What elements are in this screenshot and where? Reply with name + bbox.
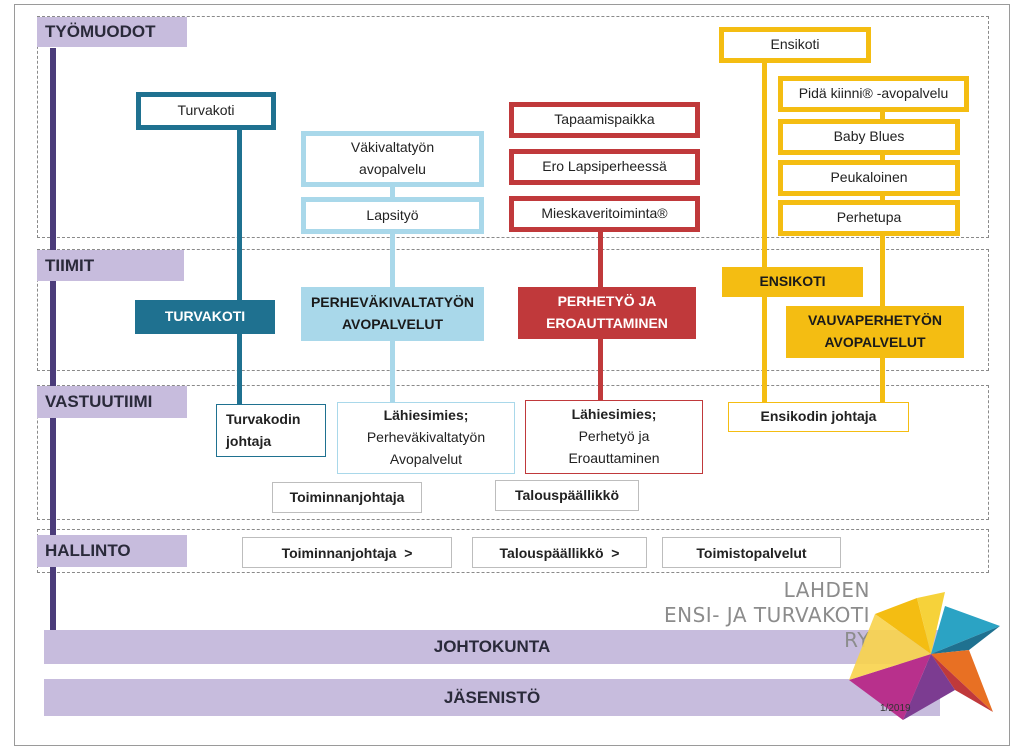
connector-ensikoti bbox=[762, 58, 767, 403]
workform-ero-lapsiperheessa: Ero Lapsiperheessä bbox=[509, 149, 700, 185]
section-label-tyomuodot: TYÖMUODOT bbox=[37, 17, 187, 47]
org-spine bbox=[50, 48, 56, 634]
bar-johtokunta: JOHTOKUNTA bbox=[44, 630, 940, 664]
workform-turvakoti: Turvakoti bbox=[136, 92, 276, 130]
hallinto-talouspaallikko: Talouspäällikkö > bbox=[472, 537, 647, 568]
hallinto-toimistopalvelut: Toimistopalvelut bbox=[662, 537, 841, 568]
section-vastuutiimi bbox=[37, 385, 989, 520]
logo-line1: LAHDEN bbox=[783, 578, 870, 602]
diagram-frame bbox=[14, 4, 1010, 746]
vastuutiimi-talouspaallikko: Talouspäällikkö bbox=[495, 480, 639, 511]
section-tyomuodot bbox=[37, 16, 989, 238]
vastuutiimi-toiminnanjohtaja: Toiminnanjohtaja bbox=[272, 482, 422, 513]
logo-line2: ENSI- JA TURVAKOTI RY bbox=[664, 603, 870, 652]
team-ensikoti: ENSIKOTI bbox=[722, 267, 863, 297]
workform-baby-blues: Baby Blues bbox=[778, 119, 960, 155]
date-label: 1/2019 bbox=[880, 703, 911, 714]
workform-perhetupa: Perhetupa bbox=[778, 200, 960, 236]
section-label-tiimit: TIIMIT bbox=[37, 250, 184, 281]
hallinto-toiminnanjohtaja: Toiminnanjohtaja > bbox=[242, 537, 452, 568]
lead-ensikoti: Ensikodin johtaja bbox=[728, 402, 909, 432]
workform-lapsityo: Lapsityö bbox=[301, 197, 484, 234]
connector-turvakoti bbox=[237, 126, 242, 406]
workform-mieskaveritoiminta: Mieskaveritoiminta® bbox=[509, 196, 700, 232]
section-label-hallinto: HALLINTO bbox=[37, 535, 187, 567]
team-turvakoti: TURVAKOTI bbox=[135, 300, 275, 334]
connector-vauvaperhetyo bbox=[880, 110, 885, 403]
workform-ensikoti: Ensikoti bbox=[719, 27, 871, 63]
workform-peukaloinen: Peukaloinen bbox=[778, 160, 960, 196]
logo-text: LAHDEN ENSI- JA TURVAKOTI RY bbox=[640, 578, 870, 652]
section-label-vastuutiimi: VASTUUTIIMI bbox=[37, 386, 187, 418]
bar-jasenisto: JÄSENISTÖ bbox=[44, 679, 940, 716]
section-tiimit bbox=[37, 249, 989, 371]
workform-tapaamispaikka: Tapaamispaikka bbox=[509, 102, 700, 138]
pinwheel-logo-icon bbox=[849, 592, 1000, 720]
workform-pida-kiinni-avopalvelu: Pidä kiinni® -avopalvelu bbox=[778, 76, 969, 112]
